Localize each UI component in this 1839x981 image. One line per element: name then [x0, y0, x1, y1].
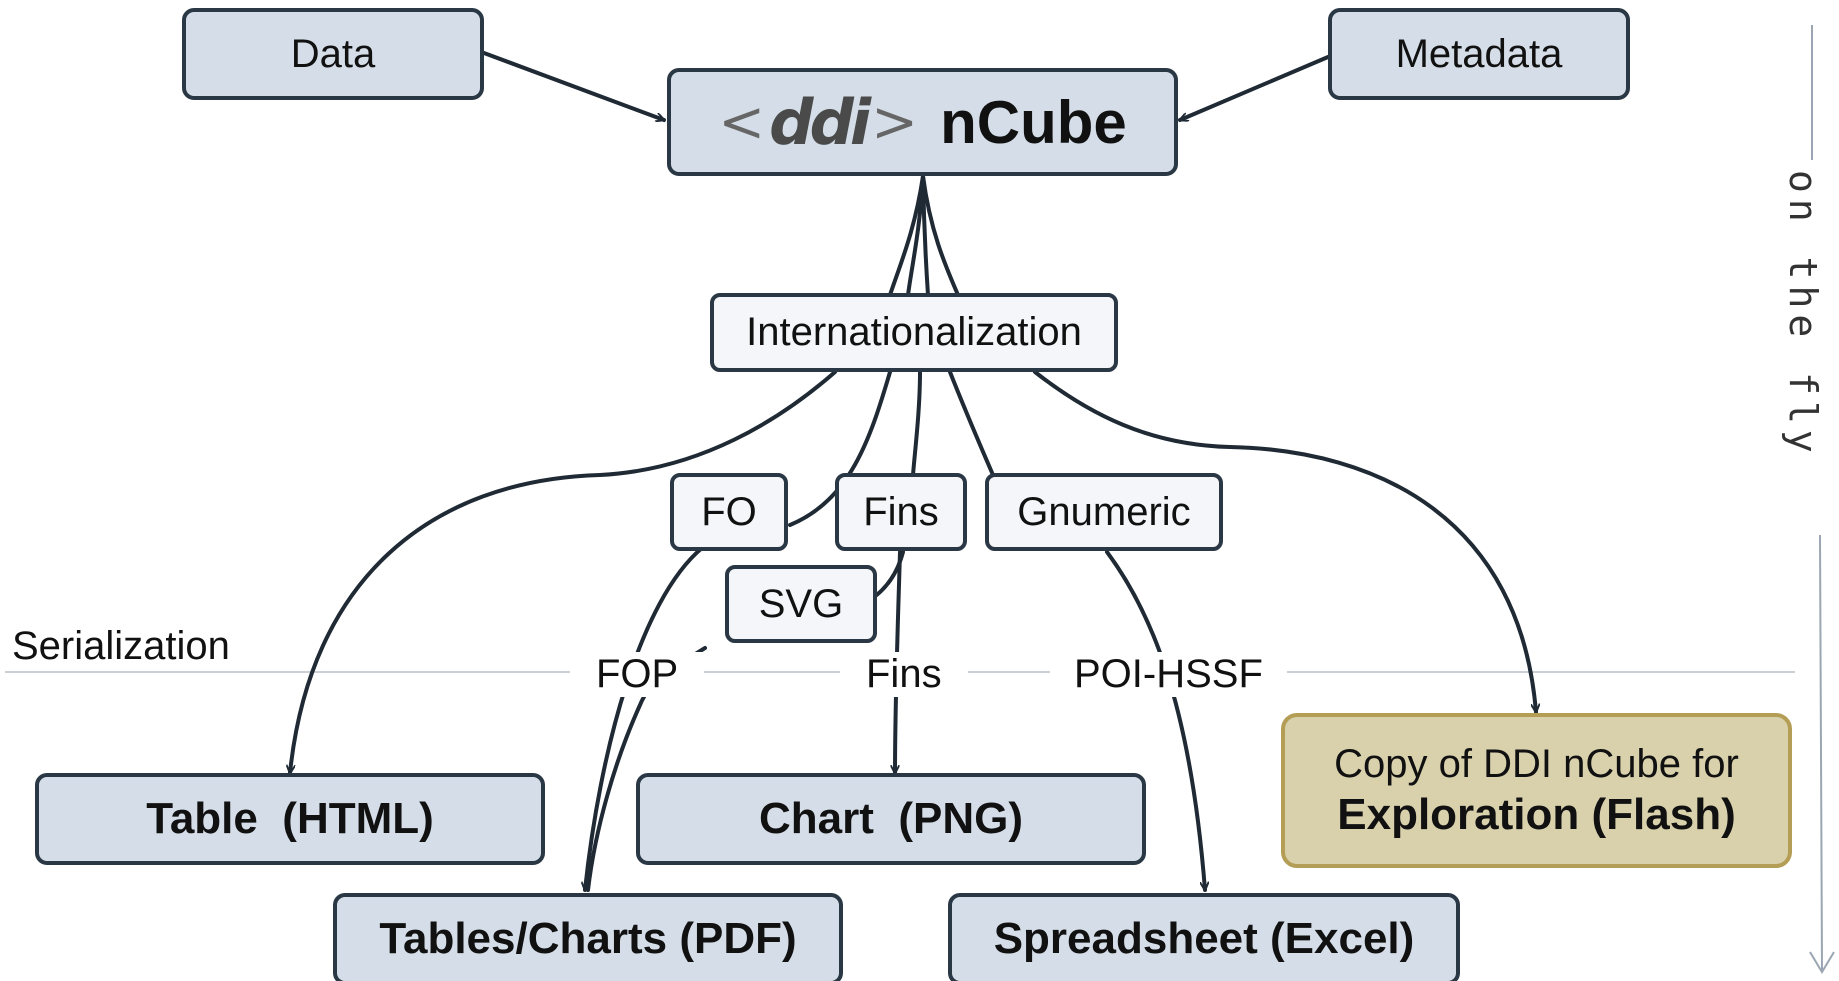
on-the-fly-label: on the fly	[1781, 170, 1825, 459]
internationalization-label: Internationalization	[746, 310, 1082, 354]
chart-png-box: Chart (PNG)	[636, 773, 1146, 865]
edge-intl-exploration	[1033, 370, 1536, 714]
ncube-box: < ddi > nCube	[667, 68, 1178, 176]
svg-box: SVG	[725, 565, 877, 643]
ddi-logo-text: ddi	[769, 85, 871, 159]
edge-data-ncube	[482, 51, 664, 120]
ddi-logo: < ddi >	[718, 86, 918, 159]
svg-label: SVG	[758, 581, 844, 626]
data-box: Data	[182, 8, 484, 100]
fo-label: FO	[701, 489, 757, 534]
edge-metadata-ncube	[1180, 55, 1330, 122]
edge-intl-fins	[911, 370, 922, 477]
fo-box: FO	[670, 473, 788, 551]
tables-charts-pdf-label: Tables/Charts (PDF)	[379, 914, 797, 963]
edge-intl-table-html	[290, 370, 837, 775]
edge-ncube-fan-4	[921, 174, 960, 297]
chart-png-label: Chart (PNG)	[759, 794, 1023, 843]
metadata-box: Metadata	[1328, 8, 1630, 100]
table-html-label: Table (HTML)	[146, 794, 434, 843]
ncube-title: nCube	[940, 88, 1127, 156]
data-label: Data	[290, 31, 376, 76]
edge-intl-fo	[788, 370, 892, 527]
serialization-fop-label: FOP	[570, 652, 705, 697]
gnumeric-label: Gnumeric	[1017, 489, 1191, 534]
fins-box: Fins	[835, 473, 967, 551]
edge-ncube-fan-3	[921, 174, 930, 297]
metadata-label: Metadata	[1395, 31, 1563, 76]
edge-intl-gnumeric	[948, 370, 995, 477]
exploration-flash-box: Copy of DDI nCube for Exploration (Flash…	[1281, 713, 1792, 868]
exploration-flash-line1: Copy of DDI nCube for	[1334, 741, 1739, 786]
spreadsheet-excel-label: Spreadsheet (Excel)	[993, 914, 1415, 963]
fins-label: Fins	[863, 489, 939, 534]
gnumeric-box: Gnumeric	[985, 473, 1223, 551]
internationalization-box: Internationalization	[710, 293, 1118, 372]
tables-charts-pdf-box: Tables/Charts (PDF)	[333, 893, 843, 981]
on-the-fly-line-bottom	[1819, 534, 1823, 971]
on-the-fly-arrowhead	[1809, 951, 1835, 974]
ddi-logo-close-bracket: >	[871, 89, 919, 155]
serialization-title: Serialization	[12, 624, 230, 668]
exploration-flash-line2: Exploration (Flash)	[1337, 789, 1736, 839]
spreadsheet-excel-box: Spreadsheet (Excel)	[948, 893, 1460, 981]
table-html-box: Table (HTML)	[35, 773, 545, 865]
serialization-poi-hssf-label: POI-HSSF	[1050, 652, 1287, 697]
ddi-logo-open-bracket: <	[718, 89, 766, 155]
serialization-fins-label: Fins	[840, 652, 968, 697]
